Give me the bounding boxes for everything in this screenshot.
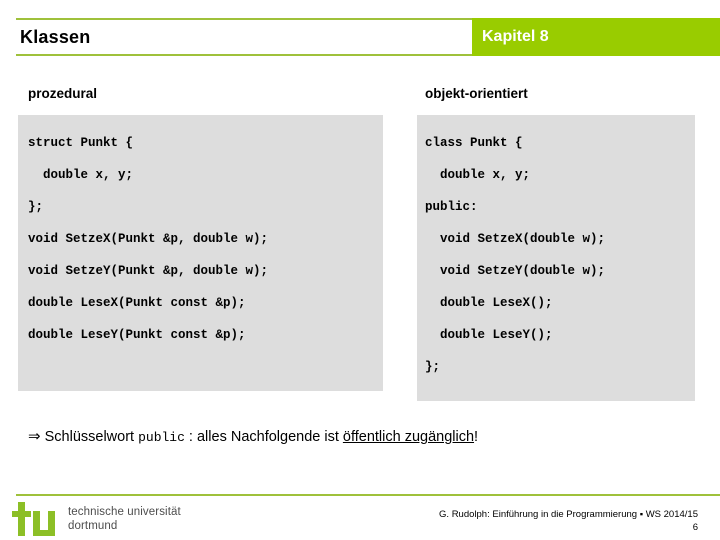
- logo-line-1: technische universität: [68, 506, 181, 518]
- conclusion-underlined: öffentlich zugänglich: [342, 429, 475, 445]
- code-line: double x, y;: [28, 168, 134, 182]
- header-rule-bottom: [16, 54, 472, 56]
- page-number: 6: [692, 522, 698, 533]
- slide-header: Klassen Kapitel 8: [0, 18, 720, 56]
- logo-wordmark: technische universität dortmund: [68, 505, 181, 533]
- conclusion-keyword: public: [138, 430, 185, 445]
- footer-credit-text: G. Rudolph: Einführung in die Programmie…: [439, 509, 698, 520]
- code-block-procedural: struct Punkt { double x, y; }; void Setz…: [18, 115, 383, 391]
- code-line: double LeseY(Punkt const &p);: [28, 328, 246, 342]
- column-caption-object-oriented: objekt-orientiert: [425, 86, 528, 101]
- code-line: void SetzeY(Punkt &p, double w);: [28, 264, 269, 278]
- code-line: double LeseY();: [425, 328, 553, 342]
- page-title: Klassen: [20, 26, 91, 47]
- column-caption-procedural: prozedural: [28, 86, 98, 101]
- code-line: public:: [425, 200, 478, 214]
- header-rule-top: [16, 18, 472, 20]
- chapter-badge: Kapitel 8: [472, 18, 720, 56]
- column-object-oriented: objekt-orientiert class Punkt { double x…: [417, 86, 695, 401]
- footer-rule: [16, 494, 720, 496]
- code-line: void SetzeY(double w);: [425, 264, 606, 278]
- column-procedural: prozedural struct Punkt { double x, y; }…: [18, 86, 383, 391]
- code-line: double LeseX();: [425, 296, 553, 310]
- code-line: void SetzeX(Punkt &p, double w);: [28, 232, 269, 246]
- code-line: double x, y;: [425, 168, 531, 182]
- implies-arrow-icon: ⇒: [28, 428, 41, 445]
- code-line: void SetzeX(double w);: [425, 232, 606, 246]
- tu-logo-icon: [12, 502, 58, 536]
- code-line: };: [28, 200, 44, 214]
- code-line: struct Punkt {: [28, 136, 134, 150]
- conclusion-text-after: !: [474, 429, 479, 445]
- tu-dortmund-logo: technische universität dortmund: [12, 502, 181, 536]
- chapter-label: Kapitel 8: [482, 28, 549, 45]
- code-line: class Punkt {: [425, 136, 523, 150]
- header-title-area: Klassen: [16, 20, 472, 54]
- code-line: double LeseX(Punkt const &p);: [28, 296, 246, 310]
- footer-credit: G. Rudolph: Einführung in die Programmie…: [439, 508, 698, 534]
- conclusion-text-middle: : alles Nachfolgende ist: [184, 429, 343, 445]
- conclusion-line: ⇒ Schlüsselwort public : alles Nachfolge…: [28, 427, 698, 448]
- logo-line-2: dortmund: [68, 520, 118, 532]
- code-block-object-oriented: class Punkt { double x, y; public: void …: [417, 115, 695, 401]
- conclusion-text-before: Schlüsselwort: [44, 429, 139, 445]
- code-line: };: [425, 360, 441, 374]
